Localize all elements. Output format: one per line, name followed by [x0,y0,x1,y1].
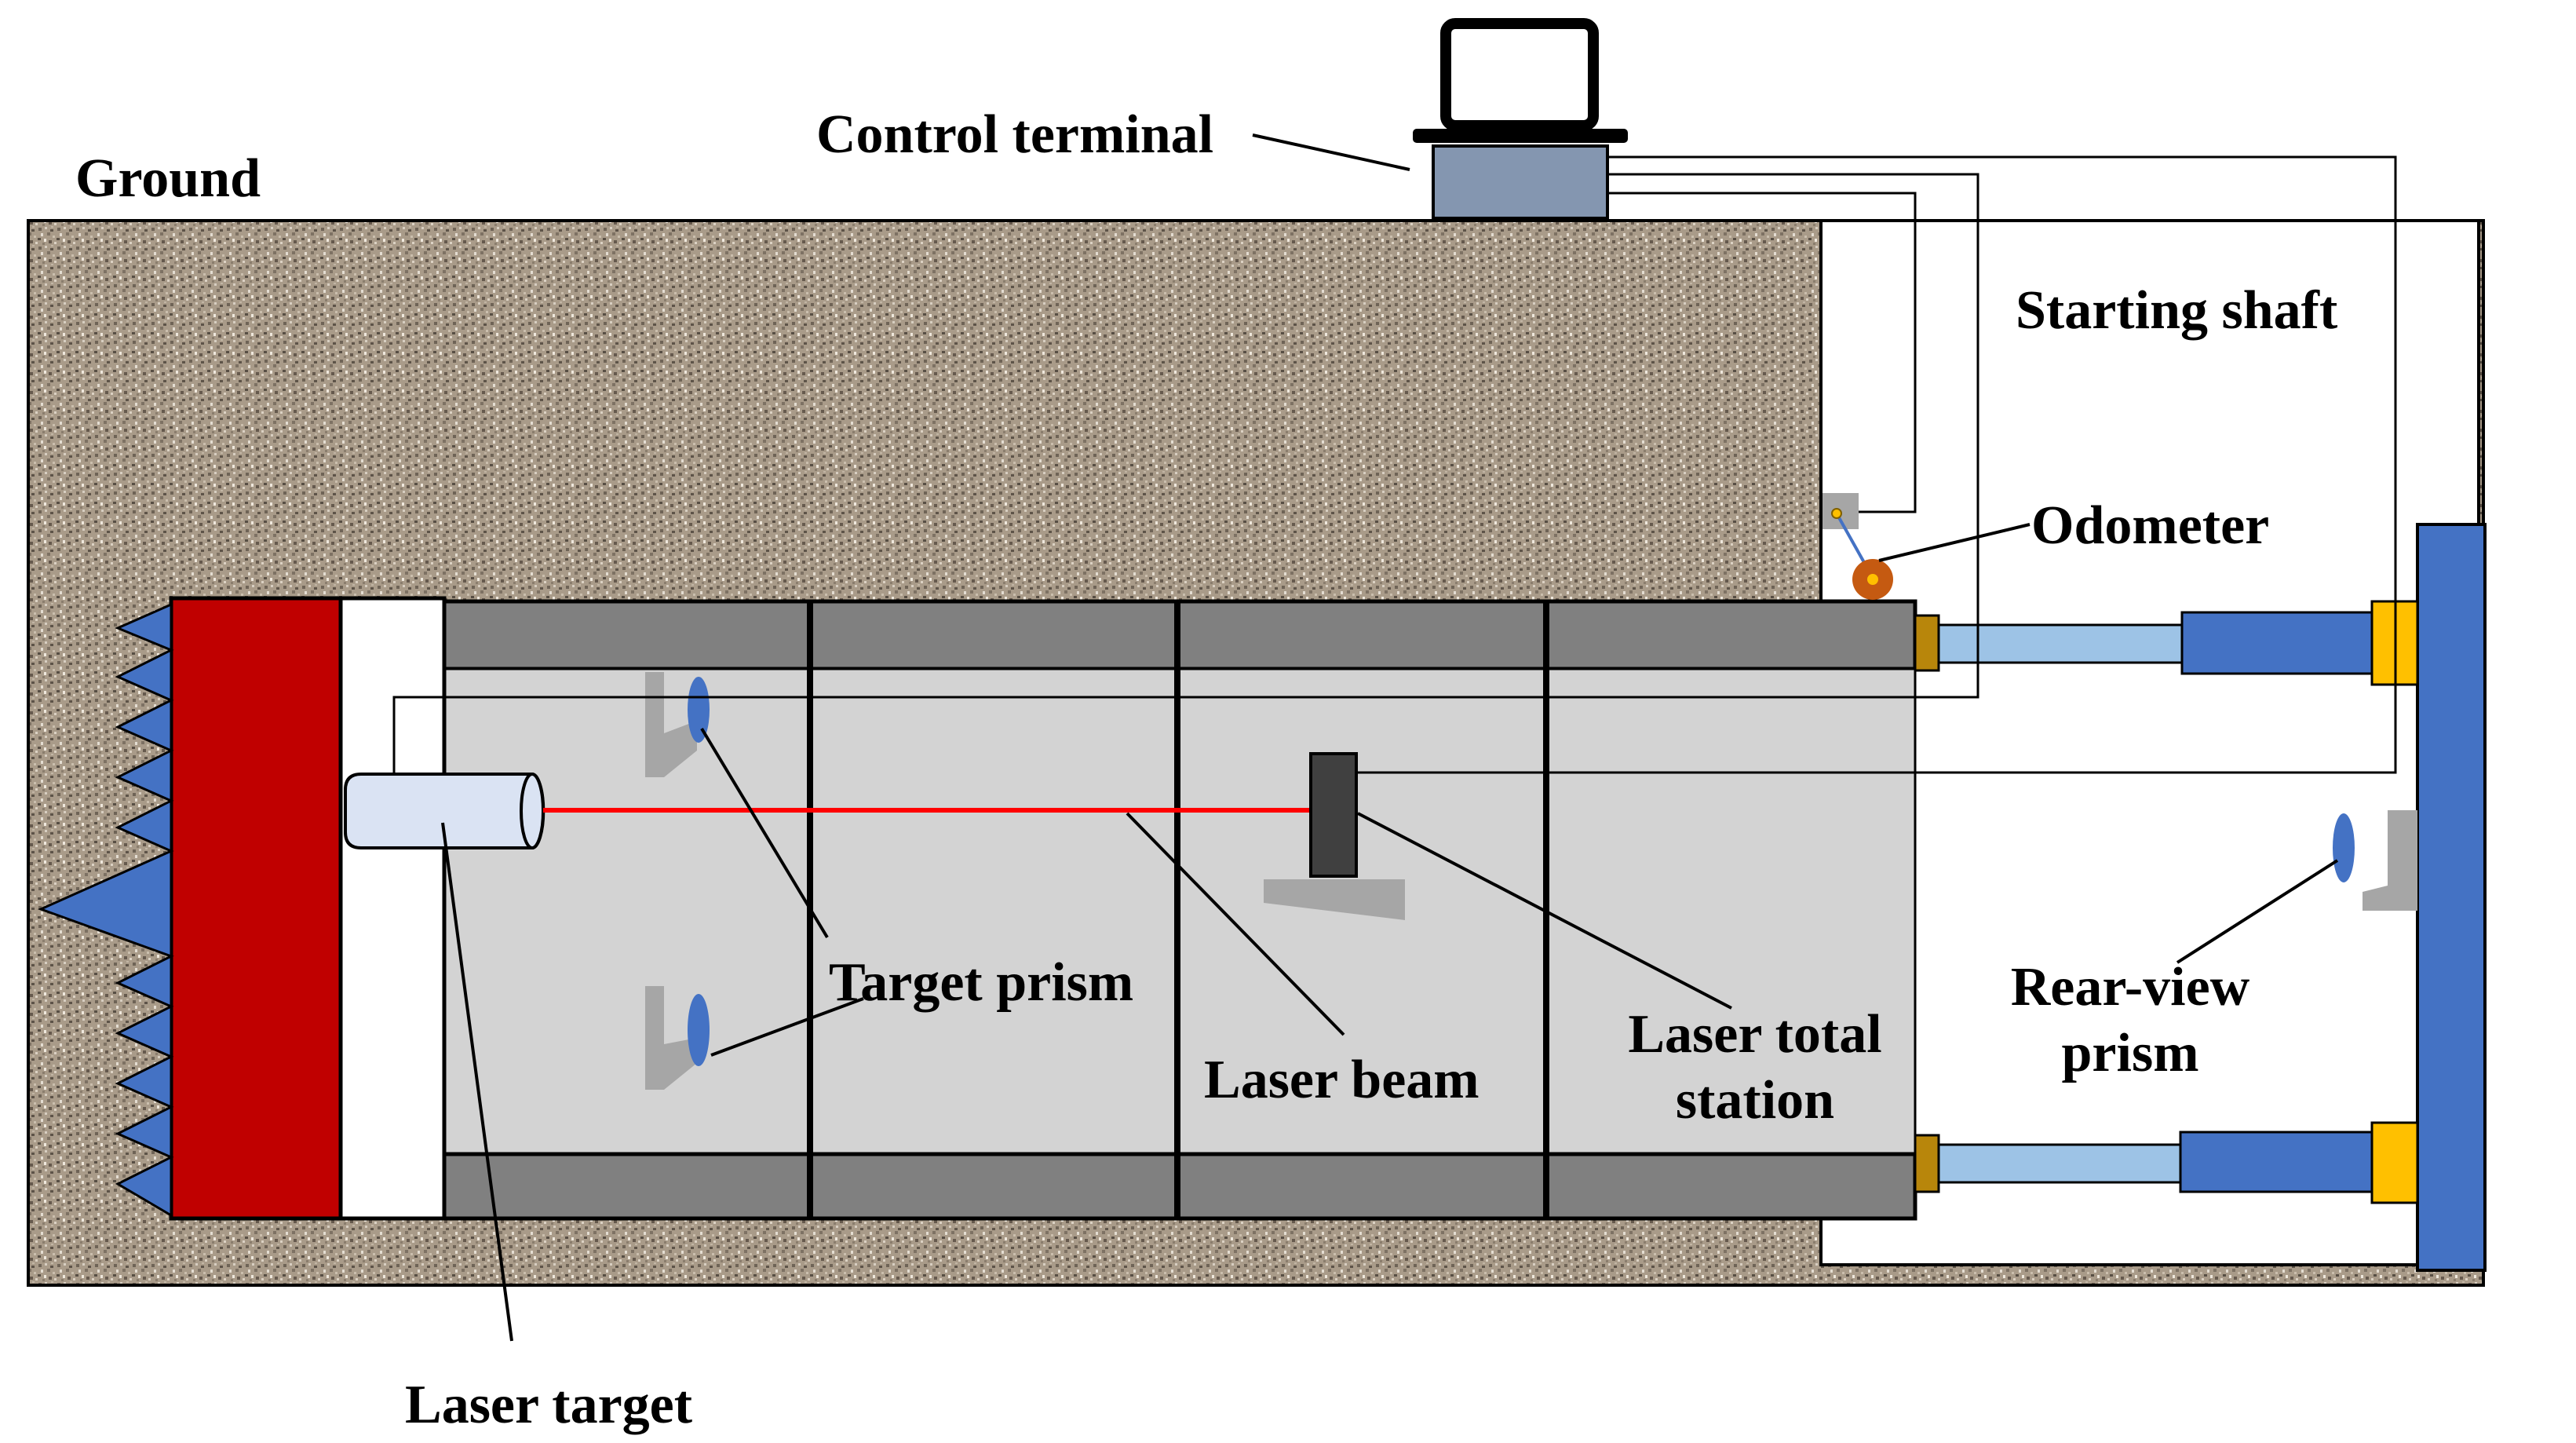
label-laser-target: Laser target [405,1375,692,1435]
tunnel-boring-machine [37,596,447,1221]
reaction-wall [2416,523,2487,1272]
cutter-head [169,596,343,1221]
label-control-terminal: Control terminal [816,104,1213,165]
leader-rear-view-prism [2176,859,2339,964]
terminal-base [1432,144,1609,220]
label-laser-total-station-line1: Laser total [1628,1004,1881,1065]
jack-upper-cylinder [2180,611,2373,675]
starting-shaft [1819,219,2480,1266]
tbm-rear-section [338,596,447,1221]
label-rear-view-prism-line1: Rear-view [2011,957,2250,1017]
cable-to-odometer [1607,192,1917,513]
target-prism-lower [645,986,710,1090]
leader-target-prism-lower [710,997,864,1057]
laser-total-station [1264,752,1405,920]
jacking-system [1914,523,2487,1272]
label-laser-beam: Laser beam [1204,1050,1480,1110]
label-odometer: Odometer [2031,495,2269,556]
leader-target-prism-upper [700,727,829,939]
jack-upper-pipe-mount [1914,614,1940,672]
jack-lower-cylinder [2179,1131,2373,1193]
rear-view-prism [2333,810,2417,911]
jack-lower-wall-mount [2370,1121,2419,1204]
total-station-base [1264,879,1405,920]
label-laser-total-station-line2: station [1676,1070,1834,1131]
control-terminal [1413,18,1628,220]
leader-control-terminal [1252,133,1410,171]
cable-to-total-station [1356,155,2397,774]
cutter-teeth [37,602,174,1218]
signal-cables [392,155,2397,774]
jack-upper-rod [1937,623,2184,664]
leader-laser-target [441,822,513,1342]
label-rear-view-prism-line2: prism [2062,1023,2199,1083]
odometer [1823,493,1893,600]
leader-odometer [1878,523,2031,562]
jack-lower-pipe-mount [1914,1134,1940,1193]
leader-lines [441,133,2339,1342]
leader-laser-total-station [1357,812,1732,1010]
odometer-pivot [1831,508,1842,519]
total-station-body [1309,752,1358,878]
cable-to-laser-target [392,173,1979,774]
leader-laser-beam [1126,812,1345,1036]
label-target-prism: Target prism [829,952,1133,1013]
laptop-keyboard [1413,129,1628,143]
jack-lower-rod [1937,1143,2182,1184]
label-starting-shaft: Starting shaft [2016,280,2337,341]
laptop-screen [1440,18,1599,131]
laser-target [344,773,545,849]
label-ground: Ground [75,148,261,209]
